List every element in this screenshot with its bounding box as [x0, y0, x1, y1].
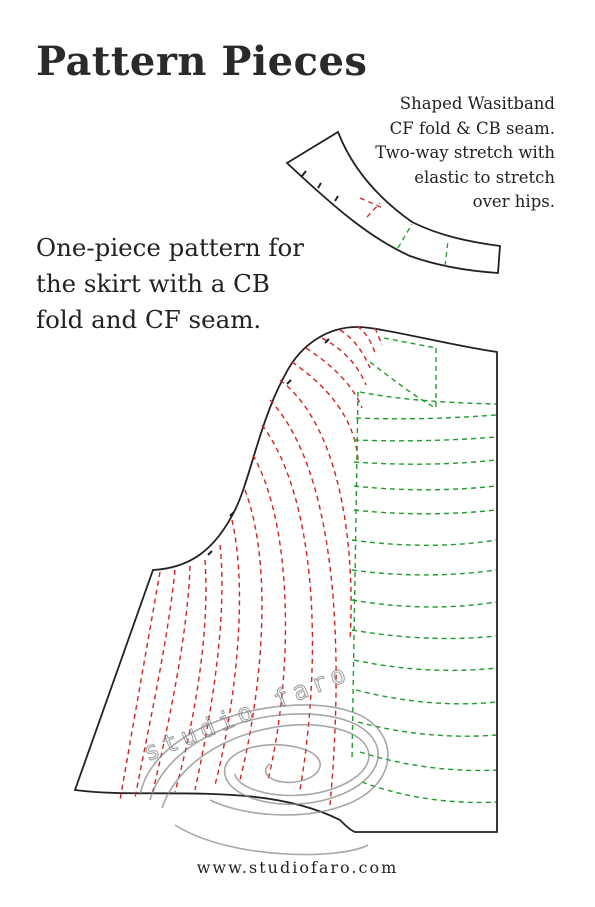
- waistband-notches: [301, 170, 339, 202]
- waistband-red-darts: [359, 197, 384, 218]
- waistband-description: Shaped Wasitband CF fold & CB seam. Two-…: [325, 92, 555, 215]
- skirt-note-line: One-piece pattern for: [36, 233, 304, 262]
- page-title: Pattern Pieces: [36, 38, 368, 85]
- waistband-piece: [285, 130, 501, 274]
- watermark-swirl: [139, 704, 389, 856]
- skirt-red-lines: [119, 325, 383, 806]
- watermark: studio faro: [139, 657, 389, 856]
- skirt-note-line: fold and CF seam.: [36, 305, 262, 334]
- waistband-note-line: Shaped Wasitband: [399, 94, 555, 113]
- skirt-description: One-piece pattern for the skirt with a C…: [36, 230, 336, 338]
- waistband-note-line: CF fold & CB seam.: [389, 118, 555, 138]
- skirt-piece: [73, 325, 498, 833]
- skirt-green-lines: [351, 337, 497, 804]
- waistband-green-darts: [397, 223, 449, 267]
- skirt-outline: [73, 326, 498, 833]
- waistband-outline: [285, 130, 501, 274]
- waistband-note-line: over hips.: [472, 192, 555, 211]
- waistband-note-line: elastic to stretch: [414, 167, 555, 187]
- skirt-note-line: the skirt with a CB: [36, 269, 270, 298]
- website-url: www.studiofaro.com: [196, 858, 399, 877]
- waistband-note-line: Two-way stretch with: [375, 143, 555, 162]
- skirt-notches: [207, 338, 330, 556]
